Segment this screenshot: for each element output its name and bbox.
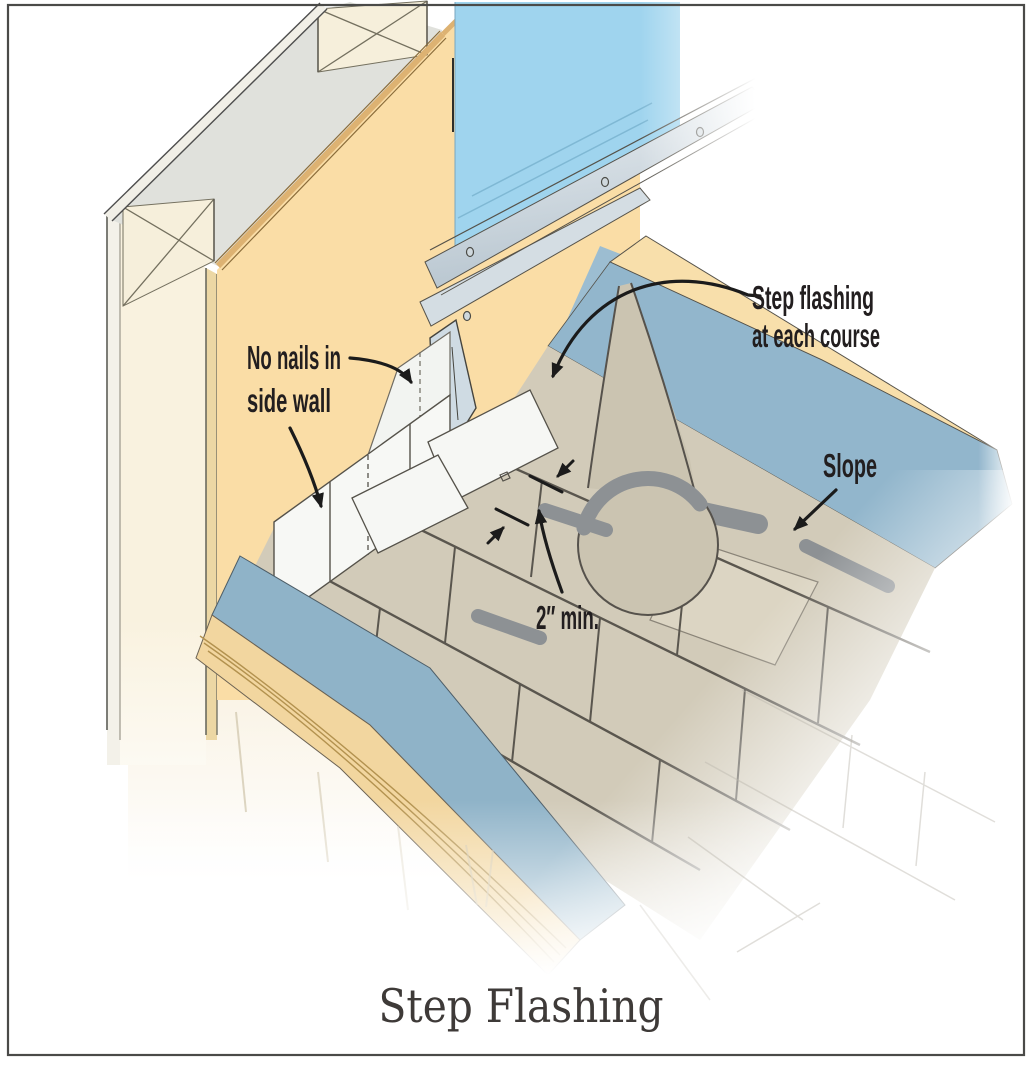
stud-lines (213, 1, 428, 261)
x-bracing-1 (122, 198, 215, 307)
kickout-fold-line (451, 346, 459, 421)
nail-hole-square (499, 471, 511, 482)
annotation-arrows (288, 279, 838, 594)
x-bracing-2 (317, 0, 428, 73)
fade-overlays (90, 0, 1022, 1060)
dimension-tick-lower (494, 507, 530, 527)
label-no-nails-line2: side wall (247, 382, 331, 419)
nail-head (600, 176, 610, 188)
house-wrap-sheet (455, 2, 680, 250)
annotation-labels: No nails in side wall Step flashing at e… (247, 279, 880, 636)
no-nails-arrow-2 (288, 426, 324, 509)
fade-bottom (90, 790, 1022, 1060)
top-edge-lines (103, 2, 328, 222)
dimension-arrow-lower (486, 526, 505, 545)
wrap-lap-lines (457, 102, 653, 219)
no-nails-arrow-1 (348, 356, 413, 385)
label-slope: Slope (823, 447, 877, 484)
min-overlap-arrow (534, 508, 564, 594)
nail-head (462, 310, 472, 322)
plate-edge-dark-2 (221, 37, 447, 271)
label-min-overlap: 2″ min. (536, 599, 599, 636)
slope-arrow (793, 488, 838, 531)
figure-title: Step Flashing (379, 979, 664, 1033)
corner-edge-face (107, 213, 120, 765)
house-wrap (452, 2, 680, 250)
dimension-arrow-upper (556, 459, 575, 478)
step-flashing-arrow (551, 279, 762, 379)
plate-edge-tan (215, 31, 446, 269)
fade-top-right (630, 0, 800, 222)
step-flashing-pieces (273, 330, 559, 624)
label-step-flashing-line1: Step flashing (752, 279, 874, 316)
top-edge-strip (104, 3, 327, 221)
plate-edge-dark-1 (214, 30, 441, 264)
step-flashing-roof-leg-2 (351, 454, 469, 554)
label-step-flashing-line2: at each course (752, 317, 880, 354)
wall-top-framing (103, 0, 475, 307)
figure-border (6, 3, 1026, 1057)
faint-shingle-outlines (639, 689, 996, 1001)
nail-head (465, 246, 475, 258)
left-wall-face (120, 222, 206, 765)
dimension-tick-upper (528, 474, 564, 494)
sheathing-face (112, 2, 442, 266)
curled-shingle-cone (588, 283, 697, 500)
label-no-nails-line1: No nails in (247, 339, 341, 376)
